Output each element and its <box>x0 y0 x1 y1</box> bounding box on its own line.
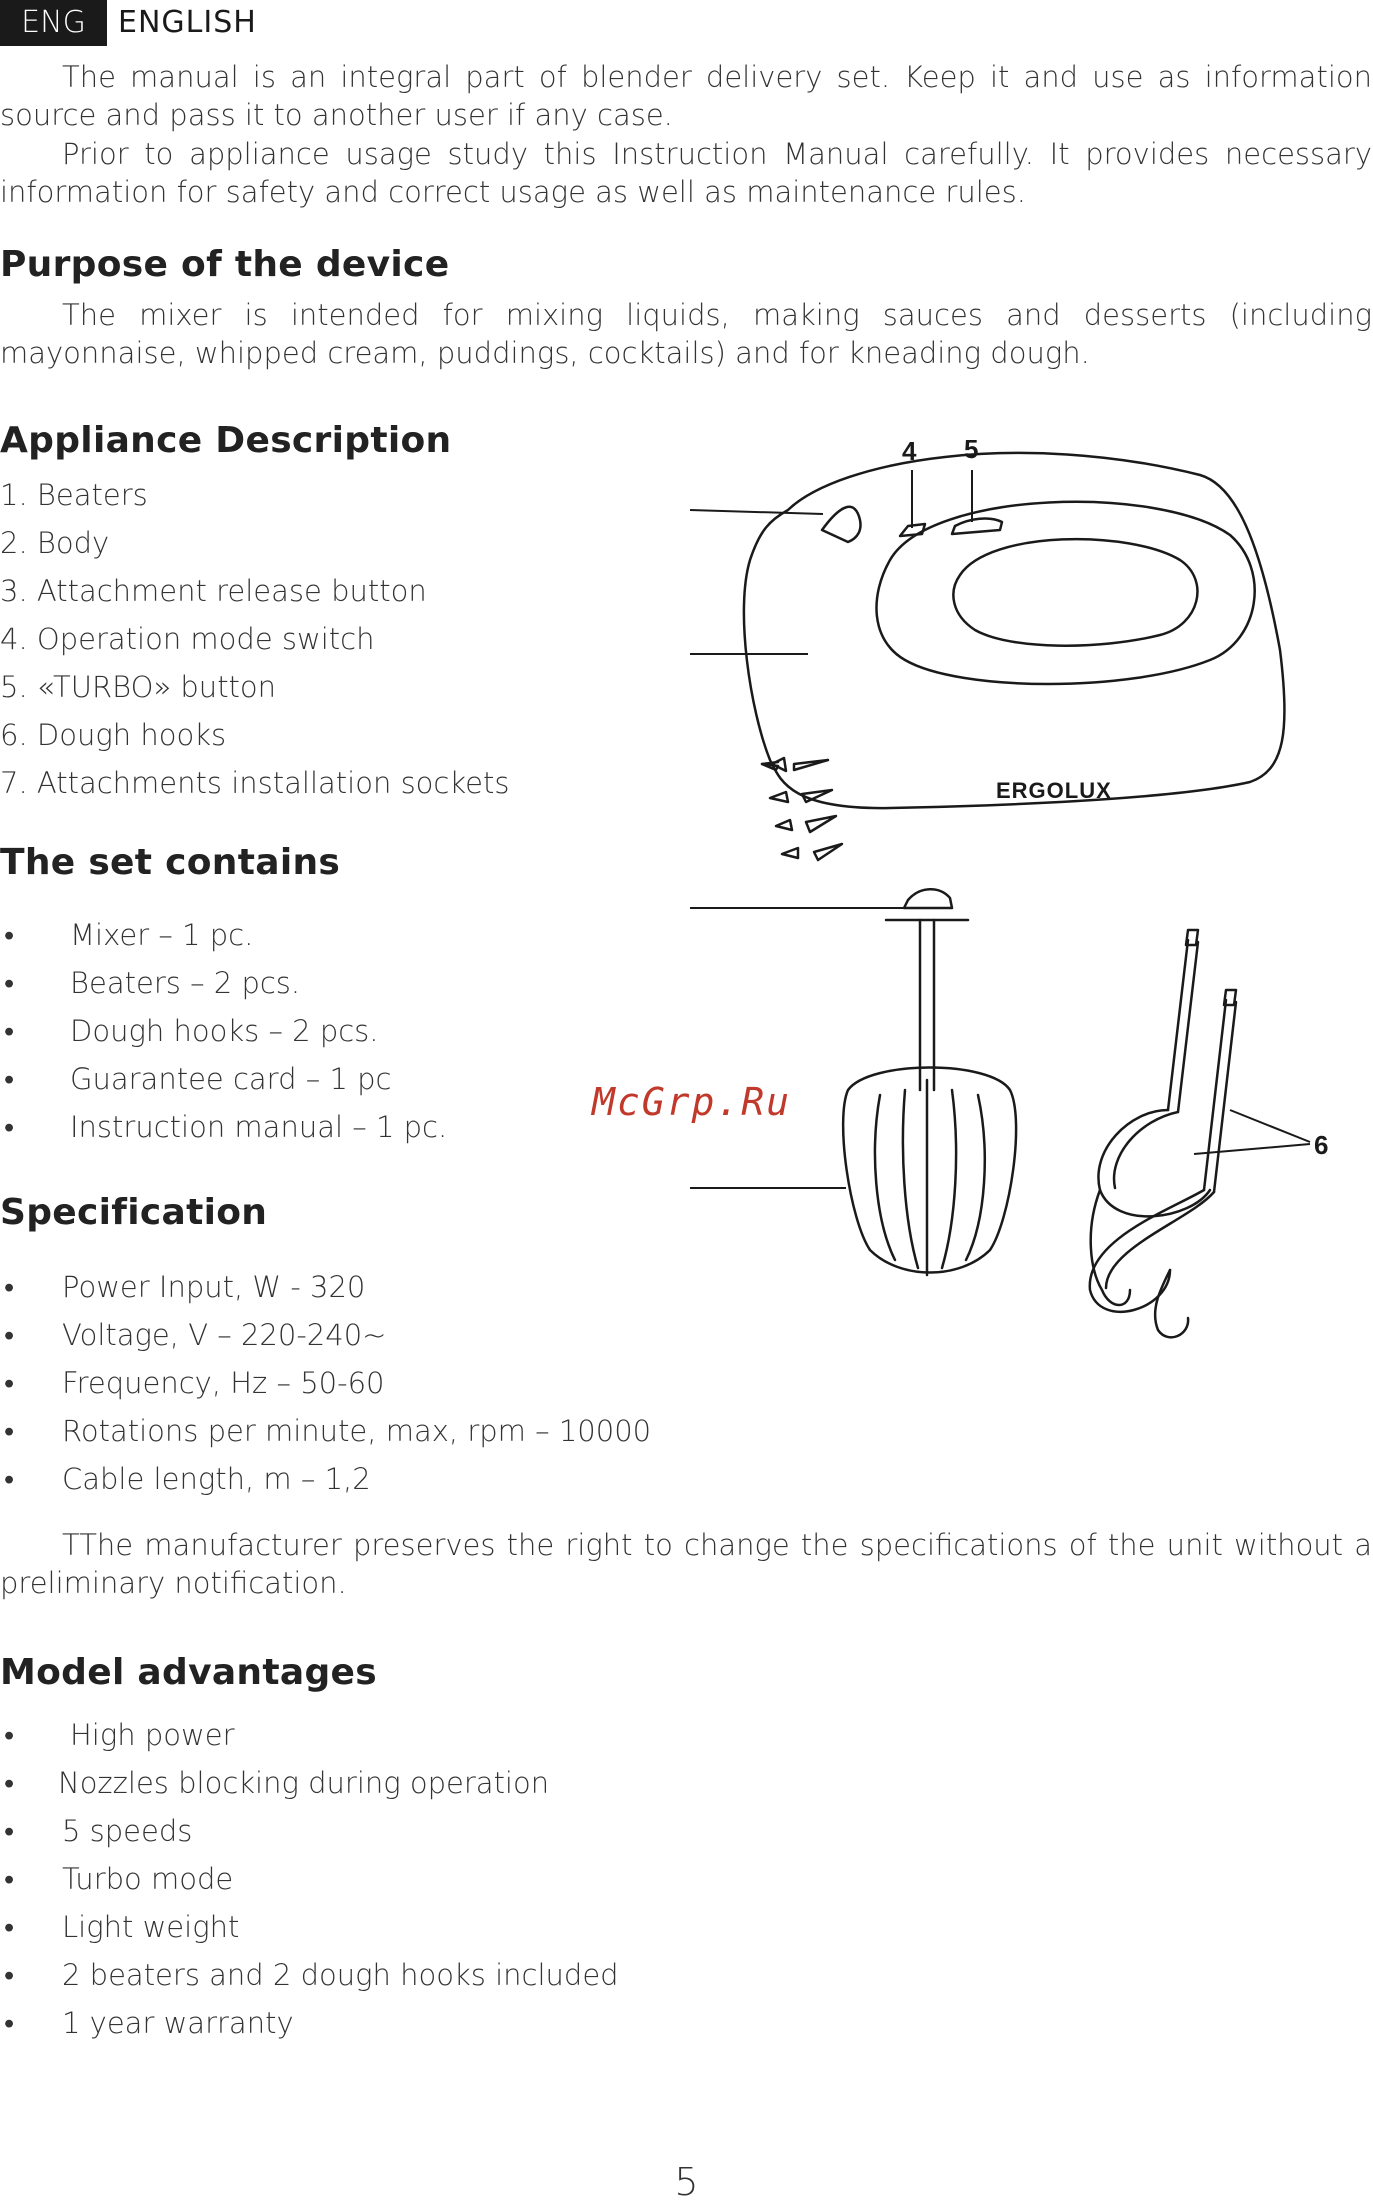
description-heading: Appliance Description <box>0 420 452 461</box>
intro-paragraph-1: The manual is an integral part of blende… <box>0 60 1372 132</box>
advantages-heading: Model advantages <box>0 1652 377 1693</box>
release-button <box>820 505 862 544</box>
mixer-diagram: 3 2 7 1 4 5 6 ERGOLUX <box>690 434 1328 1339</box>
beater-cage <box>841 1066 1018 1274</box>
beater-shaft <box>918 918 936 1092</box>
handle-inner <box>952 537 1199 647</box>
dough-hooks <box>1088 928 1238 1339</box>
page-number: 5 <box>674 2160 699 2204</box>
turbo-button <box>950 517 1004 536</box>
description-item: 7. Attachments installation sockets <box>0 766 510 800</box>
purpose-text: The mixer is intended for mixing liquids… <box>0 298 1372 370</box>
description-item: 4. Operation mode switch <box>0 622 375 656</box>
language-code-badge: ENG <box>0 0 107 46</box>
description-item: 3. Attachment release button <box>0 574 427 608</box>
mode-switch <box>898 522 927 538</box>
callout-6: 6 <box>1314 1130 1328 1160</box>
description-item: 1. Beaters <box>0 478 148 512</box>
intro-paragraph-2: Prior to appliance usage study this Inst… <box>0 137 1372 209</box>
handle-outer <box>875 500 1256 686</box>
attachment-socket <box>902 888 954 910</box>
specification-note: TThe manufacturer preserves the right to… <box>0 1528 1372 1600</box>
specification-heading: Specification <box>0 1192 268 1233</box>
set-contains-heading: The set contains <box>0 842 341 883</box>
language-name: ENGLISH <box>118 5 257 40</box>
mixer-body <box>742 451 1286 810</box>
watermark: McGrp.Ru <box>592 1080 792 1124</box>
description-item: 6. Dough hooks <box>0 718 227 752</box>
callout-5: 5 <box>964 434 978 464</box>
description-item: 5. «TURBO» button <box>0 670 277 704</box>
brand-logo: ERGOLUX <box>996 778 1112 803</box>
callout-4: 4 <box>902 436 917 466</box>
purpose-heading: Purpose of the device <box>0 244 450 285</box>
description-item: 2. Body <box>0 526 110 560</box>
